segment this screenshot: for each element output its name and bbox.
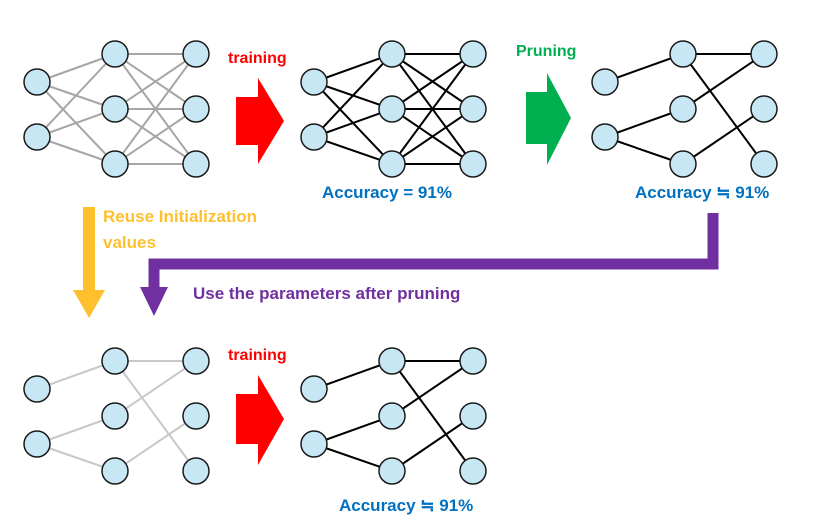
network-node — [101, 150, 129, 178]
network-node — [378, 347, 406, 375]
network-node — [669, 95, 697, 123]
initial-network — [23, 40, 210, 178]
network-edge — [391, 53, 474, 110]
network-edge — [36, 108, 116, 138]
network-node — [591, 123, 619, 151]
network-node — [23, 375, 51, 403]
network-node — [23, 123, 51, 151]
network-edge — [36, 443, 116, 472]
network-node — [101, 40, 129, 68]
reuse-init-arrow — [73, 207, 105, 318]
network-node — [182, 95, 210, 123]
use-params-label: Use the parameters after pruning — [193, 284, 460, 303]
network-edge — [391, 415, 474, 472]
network-edge — [36, 360, 116, 390]
network-node — [591, 68, 619, 96]
pruned-network — [591, 40, 778, 178]
network-edge — [36, 136, 116, 165]
network-node — [101, 95, 129, 123]
network-node — [300, 68, 328, 96]
network-node — [182, 457, 210, 485]
accuracy-retrained: Accuracy ≒ 91% — [339, 496, 473, 515]
network-edge — [313, 53, 393, 83]
use-params-arrow-head — [140, 287, 168, 316]
network-edge — [114, 53, 197, 165]
reuse-init-label-line2: values — [103, 233, 156, 252]
network-edge — [604, 136, 684, 165]
network-node — [101, 457, 129, 485]
accuracy-pruned: Accuracy ≒ 91% — [635, 183, 769, 202]
network-node — [378, 95, 406, 123]
network-node — [182, 402, 210, 430]
network-node — [669, 150, 697, 178]
network-node — [182, 150, 210, 178]
network-edge — [682, 53, 765, 110]
network-edge — [114, 53, 197, 110]
pruning-arrow — [526, 73, 571, 165]
network-edge — [313, 108, 393, 138]
networks-group — [23, 40, 778, 485]
network-node — [750, 40, 778, 68]
retrained-network — [300, 347, 487, 485]
network-node — [300, 123, 328, 151]
network-edge — [313, 443, 393, 472]
network-edge — [604, 53, 684, 83]
network-edge — [391, 108, 474, 165]
network-node — [378, 457, 406, 485]
trained-network — [300, 40, 487, 178]
network-node — [23, 430, 51, 458]
network-node — [750, 95, 778, 123]
network-edge — [391, 360, 474, 472]
pruning-label: Pruning — [516, 43, 576, 60]
network-node — [459, 347, 487, 375]
use-params-arrow-line — [148, 213, 719, 290]
network-edge — [114, 360, 197, 417]
network-edge — [604, 108, 684, 138]
network-node — [459, 402, 487, 430]
accuracy-trained: Accuracy = 91% — [322, 183, 452, 202]
network-edge — [36, 415, 116, 445]
network-edge — [391, 53, 474, 165]
network-edge — [682, 53, 765, 165]
network-node — [378, 402, 406, 430]
network-node — [459, 40, 487, 68]
network-edge — [114, 360, 197, 472]
reuse-init-label-line1: Reuse Initialization — [103, 207, 257, 226]
network-node — [459, 95, 487, 123]
network-edge — [313, 53, 393, 138]
network-node — [101, 402, 129, 430]
network-node — [378, 150, 406, 178]
training-label-bottom: training — [228, 347, 287, 364]
network-node — [101, 347, 129, 375]
network-node — [182, 40, 210, 68]
network-edge — [313, 136, 393, 165]
network-node — [378, 40, 406, 68]
training-arrow-bottom — [236, 375, 284, 465]
network-edge — [36, 53, 116, 83]
network-edge — [682, 108, 765, 165]
training-label-top: training — [228, 50, 287, 67]
network-edge — [114, 415, 197, 472]
training-arrow-top — [236, 78, 284, 164]
network-edge — [36, 53, 116, 138]
network-node — [750, 150, 778, 178]
network-edge — [391, 360, 474, 417]
reinit-pruned-network — [23, 347, 210, 485]
network-node — [459, 457, 487, 485]
network-edge — [313, 360, 393, 390]
network-node — [23, 68, 51, 96]
network-node — [300, 430, 328, 458]
network-node — [182, 347, 210, 375]
network-node — [669, 40, 697, 68]
network-node — [459, 150, 487, 178]
network-edge — [313, 415, 393, 445]
network-node — [300, 375, 328, 403]
network-edge — [114, 108, 197, 165]
